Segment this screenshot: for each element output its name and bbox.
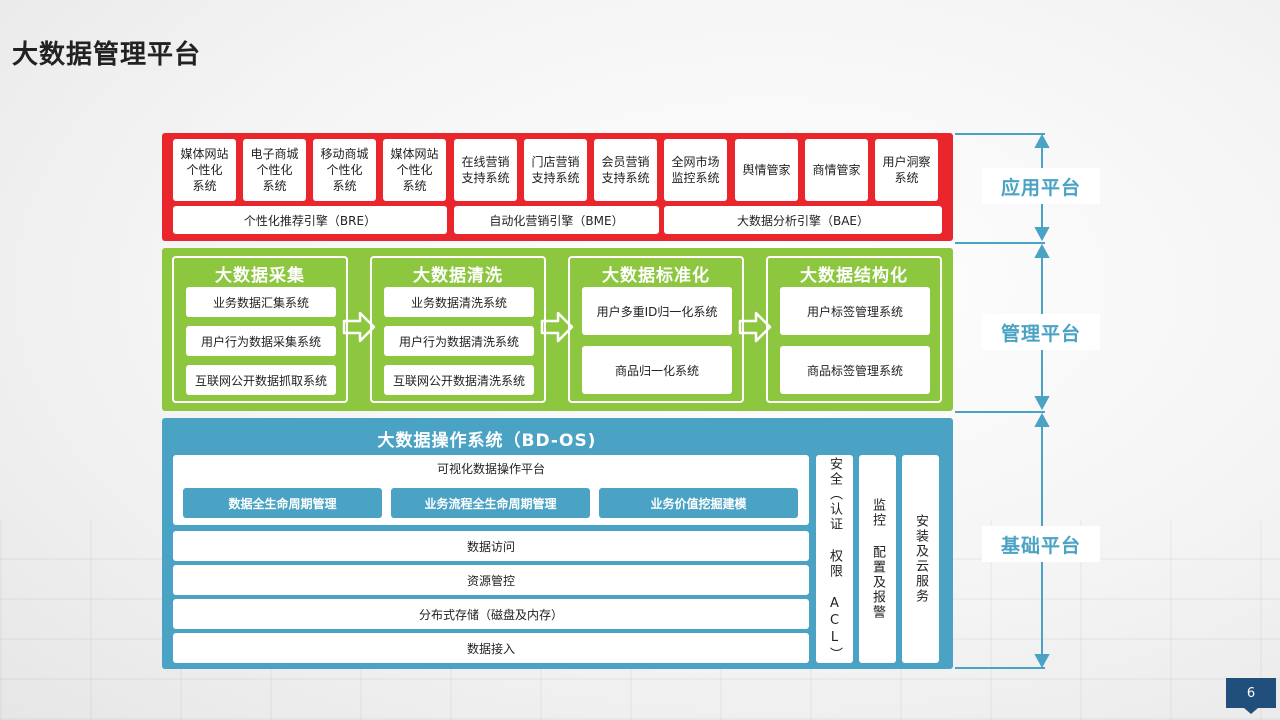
app-box: 在线营销 支持系统 [454, 139, 517, 201]
viz-item: 业务价值挖掘建模 [599, 488, 798, 518]
mgmt-item: 互联网公开数据抓取系统 [186, 365, 336, 395]
mgmt-column-standardize: 大数据标准化 用户多重ID归一化系统 商品归一化系统 [568, 256, 744, 403]
mgmt-item: 业务数据清洗系统 [384, 287, 534, 317]
viz-item: 业务流程全生命周期管理 [391, 488, 590, 518]
column-title: 大数据结构化 [800, 266, 908, 286]
base-row-ingest: 数据接入 [173, 633, 809, 663]
base-row-resource: 资源管控 [173, 565, 809, 595]
mgmt-column-clean: 大数据清洗 业务数据清洗系统 用户行为数据清洗系统 互联网公开数据清洗系统 [370, 256, 546, 403]
column-title: 大数据清洗 [413, 266, 503, 286]
management-layer: 大数据采集 业务数据汇集系统 用户行为数据采集系统 互联网公开数据抓取系统 大数… [162, 248, 953, 411]
app-box: 移动商城 个性化 系统 [313, 139, 376, 201]
mgmt-item: 商品归一化系统 [582, 346, 732, 394]
engine-bre: 个性化推荐引擎（BRE） [173, 206, 447, 234]
bracket-tick [955, 411, 1045, 413]
side-install: 安装及云服务 [902, 455, 939, 663]
app-box: 商情管家 [805, 139, 868, 201]
bracket-tick [955, 667, 1045, 669]
base-layer: 大数据操作系统（BD-OS) 可视化数据操作平台 数据全生命周期管理 业务流程全… [162, 418, 953, 669]
label-mgmt-platform: 管理平台 [982, 314, 1100, 350]
flow-arrow-icon [738, 311, 772, 343]
application-layer: 媒体网站 个性化 系统 电子商城 个性化 系统 移动商城 个性化 系统 媒体网站… [162, 133, 953, 241]
bracket-tick [955, 133, 1045, 135]
app-box: 电子商城 个性化 系统 [243, 139, 306, 201]
label-app-platform: 应用平台 [982, 168, 1100, 204]
app-box: 会员营销 支持系统 [594, 139, 657, 201]
mgmt-item: 互联网公开数据清洗系统 [384, 365, 534, 395]
viz-item: 数据全生命周期管理 [183, 488, 382, 518]
app-box: 媒体网站 个性化 系统 [173, 139, 236, 201]
app-box: 门店营销 支持系统 [524, 139, 587, 201]
mgmt-item: 用户行为数据采集系统 [186, 326, 336, 356]
side-monitor: 监控 配置及报警 [859, 455, 896, 663]
side-security: 安全（认证 权限 ACL） [816, 455, 853, 663]
bdos-title: 大数据操作系统（BD-OS) [377, 431, 597, 451]
mgmt-item: 业务数据汇集系统 [186, 287, 336, 317]
flow-arrow-icon [342, 311, 376, 343]
column-title: 大数据标准化 [602, 266, 710, 286]
viz-platform-panel: 可视化数据操作平台 数据全生命周期管理 业务流程全生命周期管理 业务价值挖掘建模 [173, 455, 809, 525]
mgmt-column-structure: 大数据结构化 用户标签管理系统 商品标签管理系统 [766, 256, 942, 403]
mgmt-item: 用户标签管理系统 [780, 287, 930, 335]
mgmt-item: 用户多重ID归一化系统 [582, 287, 732, 335]
app-box: 用户洞察 系统 [875, 139, 938, 201]
mgmt-item: 用户行为数据清洗系统 [384, 326, 534, 356]
slide-title: 大数据管理平台 [12, 40, 202, 70]
mgmt-column-collect: 大数据采集 业务数据汇集系统 用户行为数据采集系统 互联网公开数据抓取系统 [172, 256, 348, 403]
bracket-tick [955, 242, 1045, 244]
mgmt-item: 商品标签管理系统 [780, 346, 930, 394]
bracket-arrows-icon [1034, 133, 1050, 669]
label-base-platform: 基础平台 [982, 526, 1100, 562]
flow-arrow-icon [540, 311, 574, 343]
base-row-storage: 分布式存储（磁盘及内存） [173, 599, 809, 629]
column-title: 大数据采集 [215, 266, 305, 286]
app-box: 媒体网站 个性化 系统 [383, 139, 446, 201]
app-box: 舆情管家 [735, 139, 798, 201]
engine-bae: 大数据分析引擎（BAE） [664, 206, 942, 234]
app-box: 全网市场 监控系统 [664, 139, 727, 201]
viz-platform-title: 可视化数据操作平台 [436, 462, 545, 476]
engine-bme: 自动化营销引擎（BME） [454, 206, 659, 234]
base-row-access: 数据访问 [173, 531, 809, 561]
page-number: 6 [1226, 678, 1276, 714]
